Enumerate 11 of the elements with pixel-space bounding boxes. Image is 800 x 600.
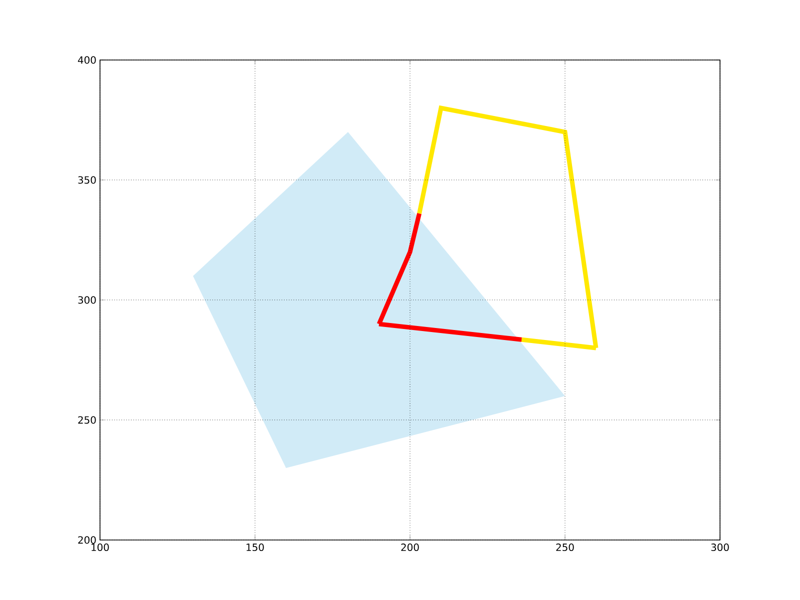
x-tick-label: 250: [556, 543, 574, 552]
y-tick-label: 300: [78, 296, 96, 304]
y-tick-label: 200: [78, 536, 96, 544]
x-tick-label: 300: [711, 543, 729, 552]
x-tick-label: 100: [92, 543, 109, 552]
y-tick-label: 350: [78, 176, 96, 184]
x-tick-label: 200: [401, 543, 419, 552]
y-tick-label: 250: [78, 416, 96, 424]
y-tick-label: 400: [78, 56, 96, 64]
line-chart: 100 150 200 250 300 200 250 300 350 400: [78, 56, 729, 552]
x-tick-label: 150: [246, 543, 264, 552]
